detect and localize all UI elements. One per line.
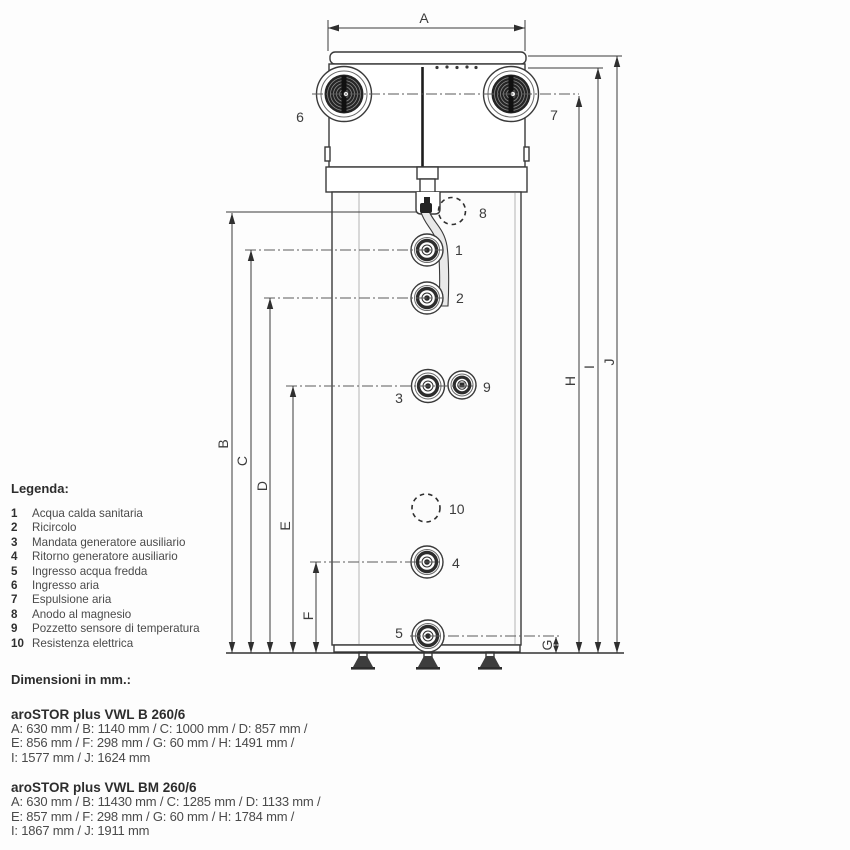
dim-line-d: D	[254, 298, 274, 653]
dim-label-j: J	[601, 359, 617, 366]
legend-item: 7 Espulsione aria	[11, 593, 241, 607]
legend-item-label: Resistenza elettrica	[32, 636, 134, 650]
callout-9: 9	[483, 379, 491, 395]
legend-item-num: 3	[11, 535, 18, 549]
unit-tab-right	[523, 146, 530, 162]
legend-item-label: Espulsione aria	[32, 593, 112, 607]
dimensions-title: Dimensioni in mm.:	[11, 672, 131, 687]
legend-item-num: 6	[11, 579, 18, 593]
dim-label-f: F	[300, 612, 316, 621]
callout-5: 5	[395, 625, 403, 641]
legend-item-label: Pozzetto sensore di temperatura	[32, 622, 200, 636]
legend-item-label: Anodo al magnesio	[32, 607, 132, 621]
dim-label-e: E	[277, 521, 293, 530]
model-dims-line: E: 856 mm / F: 298 mm / G: 60 mm / H: 14…	[11, 735, 295, 751]
legend-item: 4 Ritorno generatore ausiliario	[11, 550, 241, 564]
anode-dashed-circle	[437, 196, 467, 226]
legend-item-label: Mandata generatore ausiliario	[32, 535, 186, 549]
dim-label-b: B	[215, 439, 231, 448]
drain-elbow	[420, 203, 432, 213]
unit-tab-left	[324, 146, 331, 162]
legend-item-label: Acqua calda sanitaria	[32, 507, 143, 520]
legend: Legenda: 1 Acqua calda sanitaria 2 Ricir…	[11, 481, 241, 651]
neck-upper	[416, 166, 439, 180]
legend-item: 3 Mandata generatore ausiliario	[11, 536, 241, 550]
unit-lid	[329, 51, 527, 65]
dim-label-d: D	[254, 481, 270, 491]
legend-item: 9 Pozzetto sensore di temperatura	[11, 622, 241, 636]
dim-label-c: C	[234, 456, 250, 466]
vent-dots	[435, 65, 478, 70]
callout-2: 2	[456, 290, 464, 306]
neck-lower	[419, 178, 436, 194]
feet	[351, 651, 502, 670]
fan-air-intake	[315, 65, 373, 123]
dim-line-g: G	[539, 637, 559, 653]
legend-item-label: Ingresso acqua fredda	[32, 564, 148, 578]
callout-6: 6	[296, 109, 304, 125]
dim-line-f: F	[300, 562, 320, 653]
model-spec: aroSTOR plus VWL B 260/6 A: 630 mm / B: …	[11, 707, 351, 765]
legend-item: 5 Ingresso acqua fredda	[11, 565, 241, 579]
dim-label-h: H	[562, 376, 578, 386]
callout-1: 1	[455, 242, 463, 258]
heater-dashed-circle	[411, 493, 441, 523]
model-dims-line: A: 630 mm / B: 11430 mm / C: 1285 mm / D…	[11, 794, 321, 810]
fitting-9-sensor-pocket	[447, 370, 477, 400]
dim-line-j: J	[601, 56, 621, 653]
dim-line-b: B	[215, 213, 236, 653]
dim-line-i: I	[581, 68, 602, 653]
legend-item: 6 Ingresso aria	[11, 579, 241, 593]
legend-item-num: 9	[11, 622, 18, 636]
legend-item-num: 4	[11, 550, 18, 564]
legend-item-num: 10	[11, 636, 24, 650]
dimensions-block: Dimensioni in mm.: aroSTOR plus VWL B 26…	[11, 672, 351, 850]
legend-title: Legenda:	[11, 481, 69, 496]
legend-item-label: Ricircolo	[32, 521, 77, 535]
dim-line-e: E	[277, 386, 297, 653]
dim-line-h: H	[562, 96, 583, 653]
callout-4: 4	[452, 555, 460, 571]
model-dims-line: I: 1867 mm / J: 1911 mm	[11, 823, 150, 839]
dim-label-a: A	[419, 10, 429, 26]
legend-item-num: 8	[11, 607, 18, 621]
dim-label-g: G	[539, 640, 555, 651]
foot	[351, 651, 375, 670]
foot	[478, 651, 502, 670]
model-name: aroSTOR plus VWL B 260/6	[11, 707, 186, 722]
dim-label-i: I	[581, 365, 597, 369]
model-spec: aroSTOR plus VWL BM 260/6 A: 630 mm / B:…	[11, 780, 351, 838]
model-dims-line: I: 1577 mm / J: 1624 mm	[11, 749, 151, 765]
callout-3: 3	[395, 390, 403, 406]
callout-10: 10	[449, 501, 465, 517]
callouts: 6 7 8 1 2 3 9 10 4 5	[296, 107, 558, 641]
legend-item-num: 5	[11, 564, 18, 578]
model-name: aroSTOR plus VWL BM 260/6	[11, 780, 197, 796]
legend-item: 2 Ricircolo	[11, 521, 241, 535]
legend-item: 10 Resistenza elettrica	[11, 637, 241, 651]
legend-item-label: Ingresso aria	[32, 579, 100, 593]
dim-line-c: C	[234, 250, 255, 653]
centerlines	[226, 55, 622, 637]
foot	[416, 651, 440, 670]
legend-item-num: 7	[11, 593, 18, 607]
model-dims-line: A: 630 mm / B: 1140 mm / C: 1000 mm / D:…	[11, 721, 308, 736]
model-dims-line: E: 857 mm / F: 298 mm / G: 60 mm / H: 17…	[11, 808, 295, 824]
callout-8: 8	[479, 205, 487, 221]
legend-item-num: 2	[11, 521, 18, 535]
legend-item: 8 Anodo al magnesio	[11, 608, 241, 622]
legend-item: 1 Acqua calda sanitaria	[11, 507, 241, 521]
callout-7: 7	[550, 107, 558, 123]
legend-item-label: Ritorno generatore ausiliario	[32, 550, 178, 564]
legend-item-num: 1	[11, 507, 18, 520]
dim-line-a: A	[327, 10, 526, 51]
drain-nipple	[424, 197, 430, 204]
